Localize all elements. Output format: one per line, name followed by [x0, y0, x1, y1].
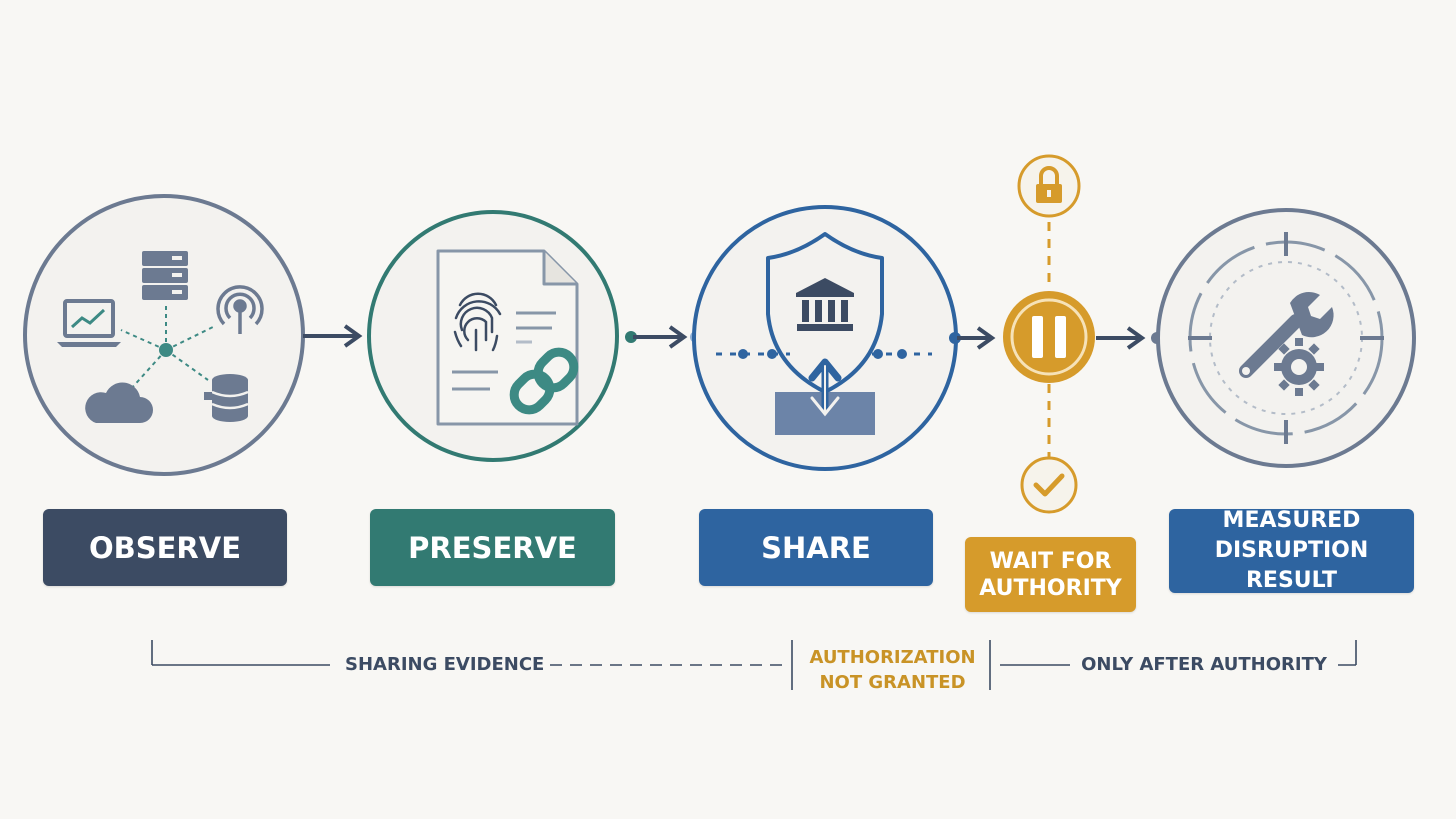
preserve-label: PRESERVE: [370, 509, 615, 586]
upload-arrow-icon: [808, 358, 842, 417]
lock-icon: [1017, 154, 1081, 218]
wait-for-authority-label: WAIT FOR AUTHORITY: [965, 537, 1136, 612]
dotted-handoff-line: [716, 349, 932, 359]
only-after-authority-caption: ONLY AFTER AUTHORITY: [1080, 654, 1328, 675]
crosshair-icon: [1188, 232, 1384, 444]
wifi-antenna-icon: [216, 285, 264, 334]
chain-link-icon: [509, 347, 579, 415]
fingerprint-icon: [453, 292, 502, 352]
measured-label-line-1: MEASURED: [1222, 508, 1361, 533]
bracket-authorization-dividers: [791, 640, 991, 690]
authorization-not-granted-caption: AUTHORIZATION NOT GRANTED: [800, 645, 985, 695]
pause-icon: [1003, 291, 1095, 383]
measured-stage: [1156, 208, 1416, 468]
authorization-caption-line-1: AUTHORIZATION: [809, 647, 976, 668]
server-icon: [142, 251, 188, 300]
wait-stage: [1003, 154, 1095, 514]
bank-building-icon: [796, 278, 854, 331]
arrow-share-to-wait: [949, 326, 996, 350]
share-stage: [692, 205, 958, 471]
wait-label-line-1: WAIT FOR: [989, 548, 1112, 574]
measured-label-line-2: DISRUPTION RESULT: [1214, 538, 1369, 593]
authorization-caption-line-2: NOT GRANTED: [819, 672, 966, 693]
arrow-preserve-to-share: [625, 325, 702, 349]
wait-label-line-2: AUTHORITY: [979, 575, 1122, 601]
observe-stage: [23, 194, 305, 476]
bracket-sharing-evidence: [151, 640, 787, 666]
preserve-label-text: PRESERVE: [408, 530, 577, 565]
laptop-chart-icon: [57, 299, 121, 347]
checkmark-icon: [1020, 456, 1078, 514]
bracket-only-after-authority: [1000, 640, 1357, 666]
sharing-evidence-caption: SHARING EVIDENCE: [345, 654, 545, 675]
document-icon: [436, 249, 579, 426]
share-label-text: SHARE: [761, 530, 871, 565]
arrow-wait-to-measured: [1096, 326, 1163, 350]
observe-label-text: OBSERVE: [88, 530, 242, 565]
wrench-icon: [1239, 292, 1334, 378]
gear-icon: [1274, 338, 1324, 396]
cloud-icon: [85, 382, 153, 423]
measured-disruption-result-label: MEASURED DISRUPTION RESULT: [1169, 508, 1414, 593]
database-icon: [204, 374, 249, 422]
share-label: SHARE: [699, 509, 933, 586]
observe-label: OBSERVE: [43, 509, 287, 586]
preserve-stage: [367, 210, 619, 462]
network-hub-icon: [120, 303, 214, 391]
